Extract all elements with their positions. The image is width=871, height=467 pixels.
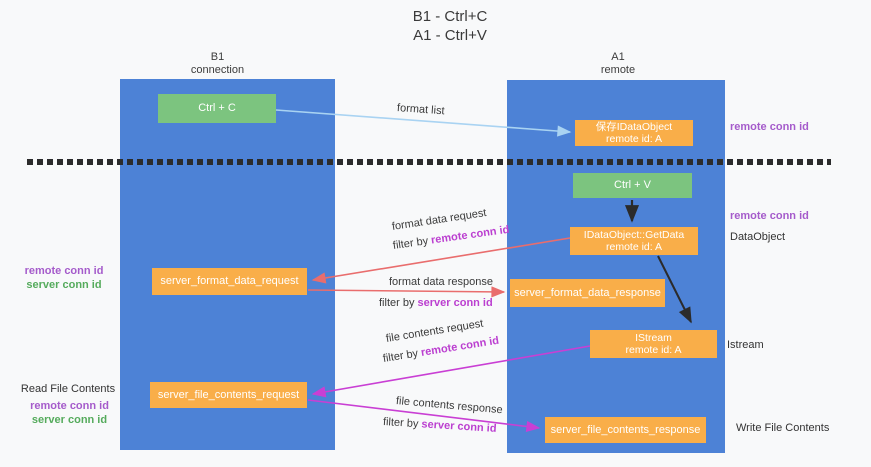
node-server-file-contents-response: server_file_contents_response (545, 417, 706, 443)
node-ctrl-c: Ctrl + C (158, 94, 276, 123)
column-b1-role: connection (190, 64, 245, 76)
node-ctrl-v-label: Ctrl + V (614, 179, 651, 191)
filter-prefix-1: filter by (392, 234, 432, 252)
dashed-separator (27, 159, 831, 165)
edge-label-filter-server-1: filter by server conn id (379, 297, 493, 309)
edge-label-filter-server-2: filter by server conn id (383, 416, 497, 435)
node-getdata-line2: remote id: A (605, 241, 663, 253)
label-dataobject: DataObject (730, 231, 786, 243)
label-istream: Istream (727, 339, 764, 351)
column-b1-name: B1 (210, 51, 225, 63)
filter-prefix-2: filter by (379, 297, 418, 309)
label-group-conn-ids-mid-left: remote conn id server conn id (24, 264, 104, 292)
column-header-a1: A1 remote (509, 51, 727, 77)
title-line-2: A1 - Ctrl+V (413, 27, 487, 44)
diagram-title: B1 - Ctrl+C A1 - Ctrl+V (350, 7, 550, 45)
node-save-idataobject-line2: remote id: A (605, 133, 663, 145)
edge-label-file-contents-response: file contents response (395, 395, 504, 417)
edge-label-format-data-response: format data response (389, 276, 493, 288)
label-remote-conn-id-bottom-left: remote conn id (30, 400, 109, 412)
node-server-file-contents-request: server_file_contents_request (150, 382, 307, 408)
label-remote-conn-id-mid-right: remote conn id (730, 210, 809, 222)
label-server-conn-id-bottom-left: server conn id (31, 414, 108, 426)
filter-highlight-remote-conn-id-2: remote conn id (420, 334, 500, 359)
label-write-file-contents: Write File Contents (736, 422, 830, 434)
node-server-format-data-request: server_format_data_request (152, 268, 307, 295)
node-ctrl-v: Ctrl + V (573, 173, 692, 198)
filter-highlight-server-conn-id-2: server conn id (421, 418, 497, 435)
node-save-idataobject: 保存IDataObject remote id: A (575, 120, 693, 146)
filter-prefix-3: filter by (382, 347, 422, 365)
node-ctrl-c-label: Ctrl + C (198, 102, 236, 114)
node-istream-line2: remote id: A (625, 344, 682, 356)
column-header-b1: B1 connection (110, 51, 325, 77)
filter-highlight-remote-conn-id-1: remote conn id (430, 223, 511, 247)
filter-highlight-server-conn-id-1: server conn id (417, 297, 493, 309)
node-file-request-label: server_file_contents_request (157, 388, 300, 401)
node-istream-line1: IStream (635, 331, 672, 344)
column-a1-name: A1 (611, 51, 625, 63)
label-remote-conn-id-mid-left: remote conn id (24, 265, 104, 277)
node-getdata-line1: IDataObject::GetData (583, 228, 685, 241)
node-istream: IStream remote id: A (590, 330, 717, 358)
node-server-format-data-response: server_format_data_response (510, 279, 665, 307)
arrow-format-data-response (307, 286, 506, 298)
node-format-request-label: server_format_data_request (160, 275, 299, 287)
node-idataobject-getdata: IDataObject::GetData remote id: A (570, 227, 698, 255)
filter-prefix-4: filter by (382, 416, 422, 431)
label-server-conn-id-mid-left: server conn id (26, 279, 102, 291)
node-save-idataobject-line1: 保存IDataObject (595, 120, 673, 133)
column-a1-role: remote (600, 64, 636, 76)
node-file-response-label: server_file_contents_response (550, 423, 701, 436)
label-group-conn-ids-bottom-left: remote conn id server conn id (25, 399, 114, 427)
node-format-response-label: server_format_data_response (514, 286, 661, 299)
label-remote-conn-id-top-right: remote conn id (730, 121, 809, 133)
edge-label-format-list: format list (396, 102, 445, 118)
title-line-1: B1 - Ctrl+C (412, 8, 488, 25)
label-read-file-contents: Read File Contents (20, 383, 116, 395)
